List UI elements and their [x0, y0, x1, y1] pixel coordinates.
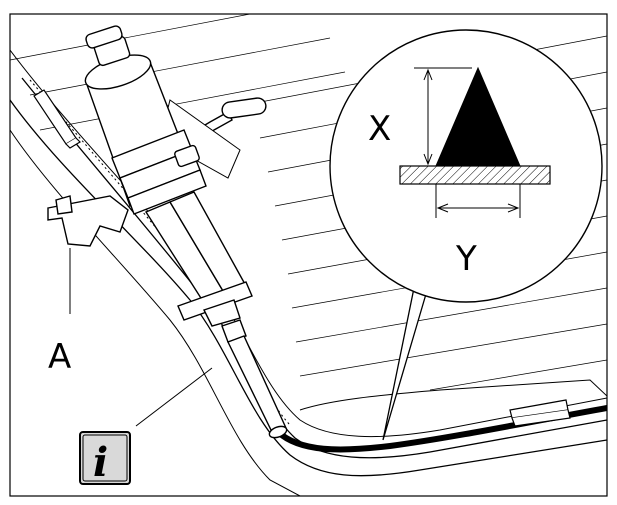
label-y: Y [455, 239, 477, 279]
label-x: X [368, 109, 391, 149]
info-glyph: i [93, 439, 108, 486]
label-a: A [48, 337, 71, 377]
info-icon[interactable]: i [79, 431, 131, 486]
leader-info [135, 367, 213, 427]
hatched-surface [399, 165, 551, 185]
sealant-gun [47, 25, 288, 439]
upper-clip [33, 89, 81, 149]
retainer-clip [509, 399, 571, 427]
bead-profile [435, 66, 521, 167]
detail-callout: X Y [329, 29, 603, 441]
